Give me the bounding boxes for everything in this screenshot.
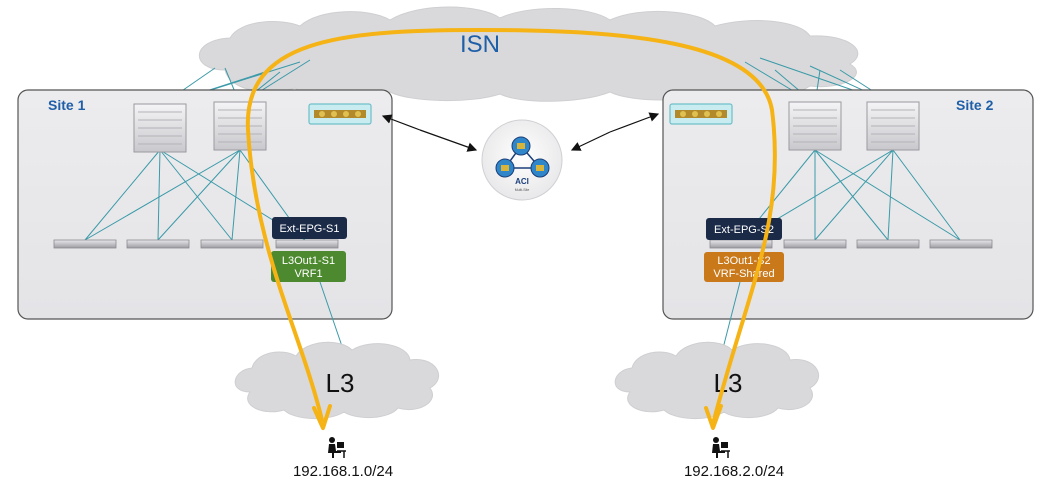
- l3out-s1-badge: L3Out1-S1 VRF1: [271, 251, 346, 282]
- l3-cloud-site-1: L3: [234, 341, 440, 420]
- leaf-switch-icon: [53, 239, 117, 249]
- leaf-switch-icon: [856, 239, 920, 249]
- user-at-workstation-icon: [712, 437, 730, 458]
- traffic-path: [245, 27, 777, 422]
- site-1-title: Site 1: [48, 97, 86, 113]
- ext-epg-s2-badge: Ext-EPG-S2: [706, 218, 782, 240]
- l3out-s1-line2: VRF1: [294, 268, 322, 280]
- ext-epg-s1-badge: Ext-EPG-S1: [272, 217, 347, 239]
- orchestrator-sublabel: Multi-Site: [515, 188, 530, 192]
- site-1-fabric-links: [84, 149, 346, 356]
- isn-cloud: ISN: [198, 6, 859, 102]
- traffic-arrowhead-site-2: [704, 404, 723, 430]
- l3out-s2-badge: L3Out1-S2 VRF-Shared: [704, 252, 784, 282]
- site-2-title: Site 2: [956, 97, 994, 113]
- apic-controller-icon: [308, 103, 372, 125]
- l3out-s1-line1: L3Out1-S1: [282, 255, 335, 267]
- ext-epg-s2-label: Ext-EPG-S2: [714, 224, 774, 236]
- leaf-switch-icon: [126, 239, 190, 249]
- l3-cloud-site-1-label: L3: [326, 368, 355, 398]
- subnet-site-1: 192.168.1.0/24: [293, 463, 393, 480]
- apic-controller-icon: [669, 103, 733, 125]
- l3-cloud-site-2: L3: [614, 341, 820, 420]
- spine-switch-icon: [133, 103, 187, 153]
- ext-epg-s1-label: Ext-EPG-S1: [280, 223, 340, 235]
- subnet-site-2: 192.168.2.0/24: [684, 463, 784, 480]
- leaf-switch-icon: [275, 239, 339, 249]
- traffic-arrowhead-site-1: [312, 404, 332, 430]
- spine-switch-icon: [213, 101, 267, 151]
- spine-switch-icon: [866, 101, 920, 151]
- l3out-s2-line2: VRF-Shared: [713, 268, 774, 280]
- leaf-switch-icon: [200, 239, 264, 249]
- spine-switch-icon: [788, 101, 842, 151]
- user-at-workstation-icon: [328, 437, 346, 458]
- isn-label: ISN: [460, 31, 500, 58]
- orchestrator-label: ACI: [515, 177, 529, 186]
- leaf-switch-icon: [929, 239, 993, 249]
- leaf-switch-icon: [783, 239, 847, 249]
- apic-orchestrator-arrows: [381, 112, 660, 152]
- multisite-orchestrator-icon: ACI Multi-Site: [481, 119, 563, 201]
